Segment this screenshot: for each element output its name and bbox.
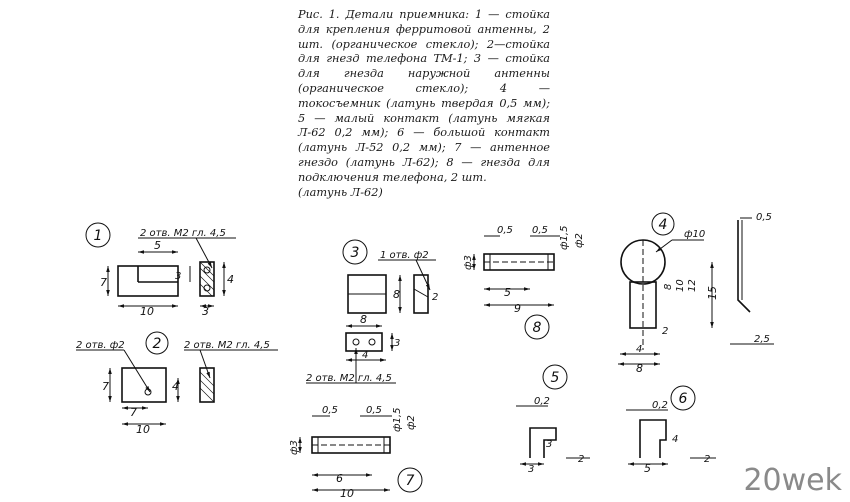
part-1-dim-5: 5 (154, 239, 161, 252)
part-4-dim-4: 4 (636, 344, 642, 355)
part-5-dim-2: 2 (578, 454, 584, 465)
part-8-dim-d2: ф2 (574, 233, 585, 248)
part-4-dim-d10: ф10 (684, 229, 705, 240)
part-8-dim-05b: 0,5 (532, 225, 548, 236)
part-7: 7 0,5 0,5 ф3 ф1,5 ф2 6 10 (289, 405, 423, 500)
part-7-dim-05b: 0,5 (366, 405, 382, 416)
part-2-note-1: 2 отв. ф2 (76, 340, 125, 351)
part-1-end-view (199, 261, 215, 297)
part-4-dim-10: 10 (675, 279, 686, 292)
part-1-number-circle (85, 222, 111, 248)
part-5-dim-3b: 3 (528, 464, 534, 475)
part-8-dim-9: 9 (514, 302, 521, 315)
caption-text: Рис. 1. Детали приемника: 1 — стойка для… (298, 8, 550, 184)
part-3-dim-2: 2 (432, 292, 438, 303)
part-2-number: 2 (153, 336, 162, 352)
part-3-side-view (413, 274, 429, 314)
part-8-dim-d15: ф1,5 (559, 226, 570, 250)
part-7-dim-6: 6 (336, 472, 343, 485)
part-1-dim-7: 7 (100, 276, 107, 289)
part-8-dim-5: 5 (504, 286, 511, 299)
part-2-dim-7b: 7 (130, 406, 137, 419)
part-3-bottom-view (345, 332, 383, 352)
part-1-dim-10: 10 (140, 305, 154, 318)
part-7-dim-10: 10 (340, 487, 354, 500)
part-3-dim-8a: 8 (393, 288, 400, 301)
part-2-body (121, 367, 167, 403)
part-8-dim-d3: ф3 (463, 255, 474, 270)
part-8: 8 0,5 0,5 ф3 ф1,5 ф2 5 9 (463, 225, 585, 340)
part-2-end-view (199, 367, 215, 403)
part-1-number: 1 (94, 228, 103, 244)
part-8-dim-05a: 0,5 (497, 225, 513, 236)
part-4-dim-25: 2,5 (754, 334, 770, 345)
part-4-dim-05: 0,5 (756, 212, 772, 223)
part-5-number: 5 (551, 370, 560, 386)
part-5-dim-3a: 3 (546, 439, 552, 450)
part-2-note-2: 2 отв. М2 гл. 4,5 (184, 340, 270, 351)
part-4-dim-2: 2 (662, 326, 668, 337)
part-3-note-1: 1 отв. ф2 (380, 250, 429, 261)
part-5: 5 0,2 3 3 2 (516, 364, 590, 475)
part-7-dim-05a: 0,5 (322, 405, 338, 416)
part-5-dim-02: 0,2 (534, 396, 550, 407)
part-4-dim-15: 15 (706, 286, 719, 300)
part-3-dim-3: 3 (394, 338, 400, 349)
part-1-dim-3a: 3 (175, 271, 181, 282)
part-2: 2 2 отв. ф2 2 отв. М2 гл. 4,5 7 4 7 10 (76, 331, 278, 436)
part-4-number: 4 (659, 217, 668, 233)
part-3-number: 3 (351, 245, 360, 261)
part-1: 1 2 отв. М2 гл. 4,5 5 7 10 3 4 3 (85, 222, 236, 318)
part-1-note: 2 отв. М2 гл. 4,5 (140, 228, 226, 239)
part-8-number: 8 (533, 320, 542, 336)
part-6-dim-4: 4 (672, 434, 678, 445)
part-7-dim-d2: ф2 (406, 415, 417, 430)
part-2-dim-10: 10 (136, 423, 150, 436)
part-3-dim-4: 4 (362, 350, 368, 361)
part-4-dim-12: 12 (687, 279, 698, 292)
part-4: 4 ф10 8 10 12 15 2 4 8 0,5 2,5 (618, 212, 774, 375)
part-6-dim-2: 2 (704, 454, 710, 465)
part-3-note-2: 2 отв. М2 гл. 4,5 (306, 373, 392, 384)
part-1-dim-3b: 3 (202, 305, 209, 318)
part-6-profile (639, 419, 667, 458)
part-6-dim-02: 0,2 (652, 400, 668, 411)
part-7-dim-d3: ф3 (289, 440, 300, 455)
part-7-dim-d15: ф1,5 (392, 408, 403, 432)
part-4-side-view (737, 220, 751, 313)
part-5-profile (529, 427, 557, 458)
part-2-dim-4: 4 (172, 380, 179, 393)
part-1-dim-4: 4 (227, 273, 234, 286)
part-4-dim-8b: 8 (636, 362, 643, 375)
watermark-text: 20wek (743, 463, 842, 498)
part-4-dim-8: 8 (663, 284, 674, 290)
part-6: 6 0,2 4 5 2 (626, 385, 716, 475)
part-6-dim-5: 5 (644, 462, 651, 475)
part-3: 3 1 отв. ф2 8 2 8 3 4 2 отв. М2 гл. 4,5 (306, 239, 438, 384)
part-3-dim-8b: 8 (360, 313, 367, 326)
part-6-number: 6 (679, 391, 688, 407)
figure-caption: Рис. 1. Детали приемника: 1 — стойка для… (298, 8, 550, 200)
part-1-body (117, 265, 179, 297)
caption-last-line: (латунь Л-62) (298, 185, 383, 199)
part-2-dim-7a: 7 (102, 380, 109, 393)
part-7-number: 7 (406, 473, 415, 489)
